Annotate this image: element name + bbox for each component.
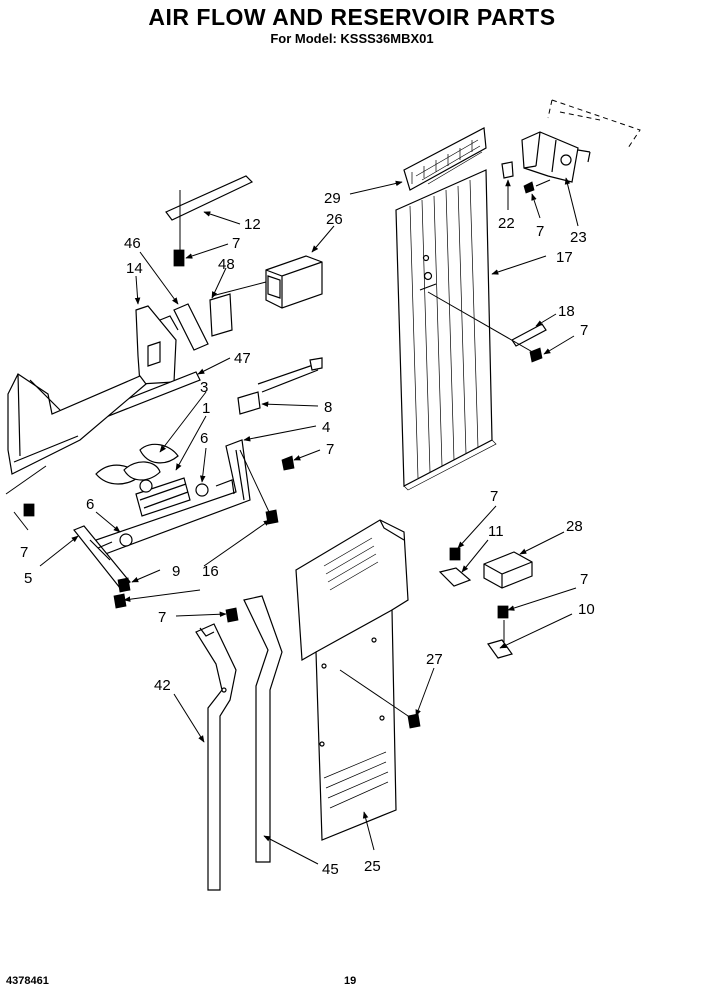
callout-17: 17 [556, 249, 573, 266]
callout-5: 5 [24, 570, 32, 587]
callout-7: 7 [232, 235, 240, 252]
callout-6: 6 [86, 496, 94, 513]
page-title: AIR FLOW AND RESERVOIR PARTS [148, 4, 556, 30]
callout-47: 47 [234, 350, 251, 367]
part-1-motor [135, 477, 191, 517]
callout-18: 18 [558, 303, 575, 320]
callout-8: 8 [324, 399, 332, 416]
screw-7-part-12 [173, 249, 185, 267]
callout-45: 45 [322, 861, 339, 878]
part-6-grommets [119, 483, 209, 547]
part-11-clip [438, 567, 472, 587]
model-subtitle: For Model: KSSS36MBX01 [270, 31, 434, 46]
part-26-duct [211, 255, 323, 309]
callout-7: 7 [580, 571, 588, 588]
callout-labels: 29 26 22 7 23 12 7 46 48 17 14 18 7 47 3… [20, 190, 595, 878]
screw-7-fan [113, 455, 295, 609]
part-28-block [483, 551, 533, 589]
callout-7: 7 [326, 441, 334, 458]
callout-22: 22 [498, 215, 515, 232]
callout-16: 16 [202, 563, 219, 580]
part-29-grille [403, 127, 487, 191]
callout-6: 6 [200, 430, 208, 447]
callout-12: 12 [244, 216, 261, 233]
part-17-panel [395, 169, 497, 491]
callout-25: 25 [364, 858, 381, 875]
screw-7-part-10 [497, 605, 509, 619]
part-14-baffle [135, 305, 179, 385]
part-8-harness [237, 357, 323, 415]
callout-29: 29 [324, 190, 341, 207]
part-48-card [209, 293, 233, 337]
part-16-shroud [73, 525, 131, 589]
part-46-strip [173, 303, 209, 351]
part-25-cover [295, 519, 415, 841]
callout-7: 7 [158, 609, 166, 626]
callout-11: 11 [488, 523, 504, 540]
page-number: 19 [344, 975, 357, 987]
part-42-bracket [195, 623, 237, 891]
screw-7-top-right [523, 179, 551, 194]
part-12-bracket [165, 175, 254, 250]
screw-7-left [23, 503, 35, 517]
part-23-housing [521, 99, 641, 183]
screw-7-part-11 [449, 547, 461, 561]
callout-9: 9 [172, 563, 180, 580]
callout-7: 7 [580, 322, 588, 339]
part-22-clip [501, 161, 514, 179]
callout-7: 7 [20, 544, 28, 561]
callout-3: 3 [200, 379, 208, 396]
callout-42: 42 [154, 677, 171, 694]
callout-48: 48 [218, 256, 235, 273]
part-45-strip [243, 595, 283, 863]
fan-blade-part-3 [95, 443, 179, 485]
callout-27: 27 [426, 651, 443, 668]
screw-7-part-27 [407, 713, 421, 729]
left-air-housing [5, 373, 147, 495]
part-18-bracket [427, 291, 547, 355]
callout-7: 7 [490, 488, 498, 505]
callout-46: 46 [124, 235, 141, 252]
callout-26: 26 [326, 211, 343, 228]
callout-1: 1 [202, 400, 210, 417]
document-number: 4378461 [6, 975, 49, 987]
callout-leaders [13, 177, 579, 865]
callout-23: 23 [570, 229, 587, 246]
callout-28: 28 [566, 518, 583, 535]
screw-7-part-42 [225, 607, 239, 623]
callout-7: 7 [536, 223, 544, 240]
callout-14: 14 [126, 260, 143, 277]
part-10-clip [487, 620, 513, 659]
callout-10: 10 [578, 601, 595, 618]
callout-4: 4 [322, 419, 330, 436]
screw-7-part-18 [529, 347, 543, 363]
